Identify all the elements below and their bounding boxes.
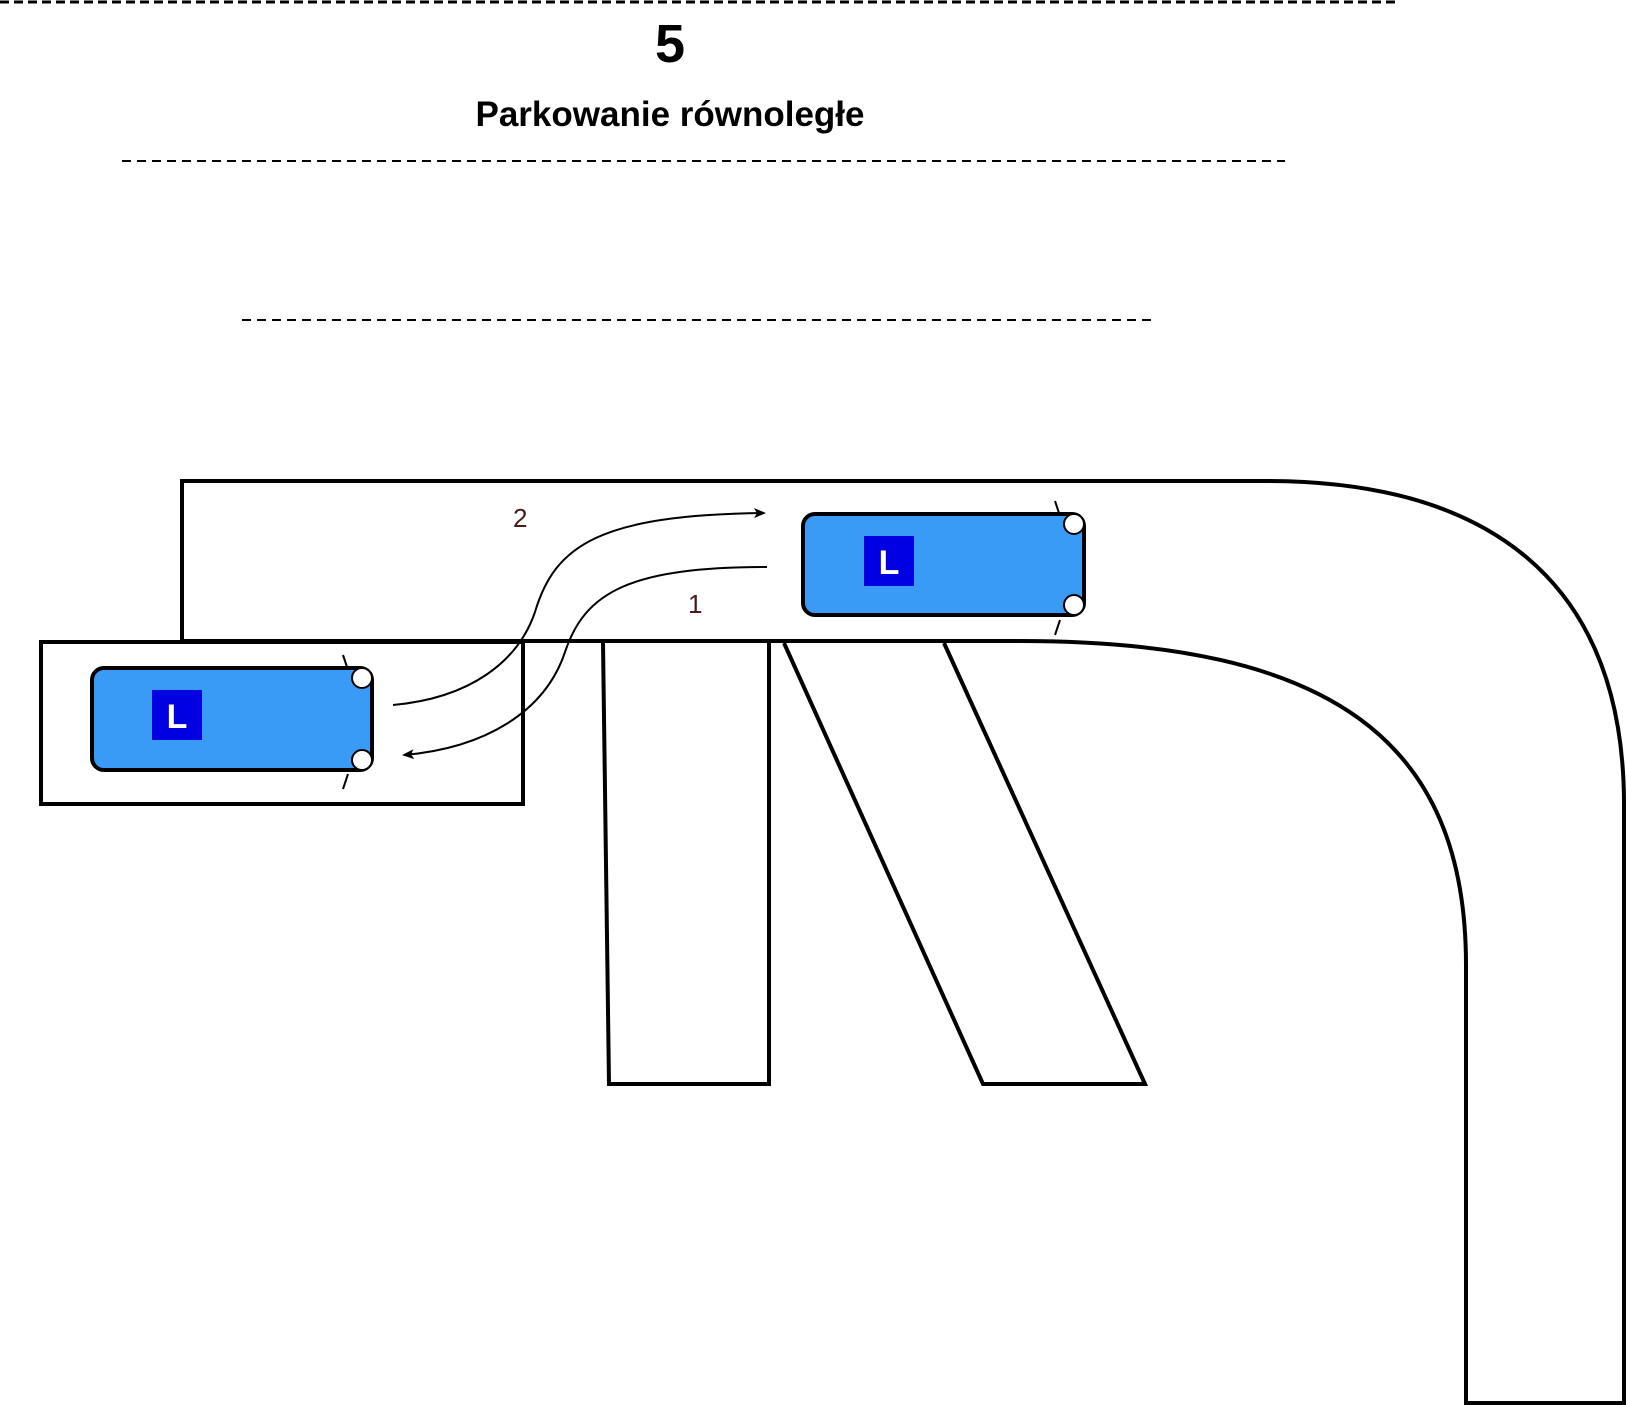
route-1-label: 1 [688,589,702,619]
moving-car-rear-wheel-marker [1054,619,1061,636]
road-outline [39,479,1626,1405]
parked-car-body [90,666,374,772]
parked-car-rear-wheel-marker [342,773,349,790]
parking-bay [39,640,525,806]
moving-car-body [801,512,1086,617]
moving-car-l-plate [864,536,914,586]
parked-car: L [90,654,374,790]
page-number: 5 [654,14,686,74]
moving-car: L [801,500,1086,636]
parked-car-headlight-bottom [351,749,373,771]
moving-car-headlight-bottom [1063,594,1085,616]
route-1-arrow [402,566,768,760]
moving-car-headlight-top [1063,513,1085,535]
road-outer-edge [180,479,1626,1405]
parked-car-headlight-top [351,667,373,689]
parked-car-l-plate [152,690,202,740]
straight-parking-space [601,642,771,1086]
route-2-arrow [392,508,766,706]
angled-parking-space [782,642,1149,1086]
page-title: Parkowanie równoległe [475,95,865,134]
parked-car-l-letter: L [167,698,188,736]
moving-car-l-letter: L [879,544,900,582]
route-2-label: 2 [513,503,527,533]
